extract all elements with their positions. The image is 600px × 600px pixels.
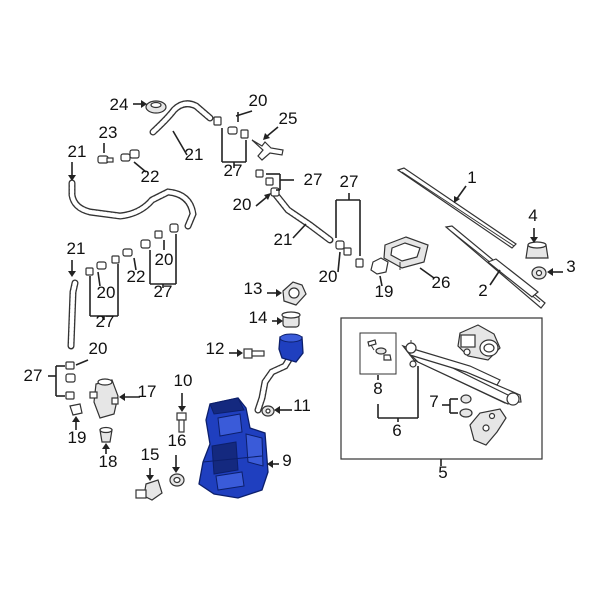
callout-25: 25	[279, 109, 298, 128]
hose-joints-middle	[85, 223, 179, 276]
callout-26: 26	[432, 273, 451, 292]
callout-12: 12	[206, 339, 225, 358]
hose-clamps-top	[213, 116, 249, 139]
washer-nozzle	[383, 236, 429, 270]
wiper-blade	[396, 167, 517, 249]
bolt-kit	[367, 339, 392, 361]
callout-20: 20	[249, 91, 268, 110]
callout-4: 4	[528, 206, 537, 225]
hose-clip	[69, 403, 83, 416]
hose-grommet	[145, 100, 167, 114]
wiper-arm-nut	[531, 266, 547, 280]
check-valve	[370, 257, 389, 275]
callout-27: 27	[224, 161, 243, 180]
callout-6: 6	[392, 421, 401, 440]
bolt-kit-box	[359, 332, 397, 375]
callout-20: 20	[155, 250, 174, 269]
filler-strainer	[281, 311, 301, 328]
callout-27: 27	[340, 172, 359, 191]
hose-clamps-left	[65, 361, 76, 400]
filler-cap	[282, 281, 307, 306]
callout-20: 20	[233, 195, 252, 214]
callout-21: 21	[68, 142, 87, 161]
callout-21: 21	[185, 145, 204, 164]
level-sensor	[135, 479, 163, 501]
callout-22: 22	[141, 167, 160, 186]
callout-5: 5	[438, 463, 447, 482]
sensor-grommet	[169, 473, 185, 487]
callout-22: 22	[127, 267, 146, 286]
washer-pump	[89, 378, 119, 419]
callout-19: 19	[68, 428, 87, 447]
motor-bracket	[459, 394, 507, 446]
linkage-group-box	[340, 317, 543, 460]
callout-9: 9	[282, 451, 291, 470]
callout-19: 19	[375, 282, 394, 301]
callout-7: 7	[429, 392, 438, 411]
hose-joint-upper	[120, 149, 140, 162]
filler-neck	[278, 333, 304, 363]
callout-21: 21	[274, 230, 293, 249]
callout-24: 24	[110, 95, 129, 114]
hose-clamps-right	[255, 169, 280, 197]
callout-11: 11	[293, 396, 311, 415]
wiper-arm	[444, 225, 546, 309]
mounting-bolt	[243, 348, 265, 359]
callout-20: 20	[89, 339, 108, 358]
callout-18: 18	[99, 452, 118, 471]
callout-20: 20	[97, 283, 116, 302]
callout-27: 27	[304, 170, 323, 189]
tank-grommet	[261, 405, 275, 417]
leader-lines	[48, 100, 563, 481]
callout-23: 23	[99, 123, 118, 142]
pump-seal	[99, 426, 113, 443]
callout-16: 16	[168, 431, 187, 450]
wiper-arm-cap	[525, 241, 549, 259]
callout-15: 15	[141, 445, 160, 464]
callout-10: 10	[174, 371, 193, 390]
callout-20: 20	[319, 267, 338, 286]
tank-bolt	[176, 412, 187, 433]
hose-clamps-lower-right	[335, 240, 364, 268]
wiper-linkage-assembly	[401, 324, 522, 406]
callout-3: 3	[566, 257, 575, 276]
callout-27: 27	[96, 312, 115, 331]
callout-2: 2	[478, 281, 487, 300]
callout-17: 17	[138, 382, 157, 401]
callout-21: 21	[67, 239, 86, 258]
washer-hoses	[67, 100, 334, 414]
callout-8: 8	[373, 379, 382, 398]
callout-27: 27	[24, 366, 43, 385]
callout-14: 14	[249, 308, 268, 327]
callout-1: 1	[467, 168, 476, 187]
callout-13: 13	[244, 279, 263, 298]
y-connector	[251, 139, 284, 161]
washer-reservoir	[198, 397, 269, 499]
callout-27: 27	[154, 282, 173, 301]
hose-connector	[97, 155, 114, 164]
